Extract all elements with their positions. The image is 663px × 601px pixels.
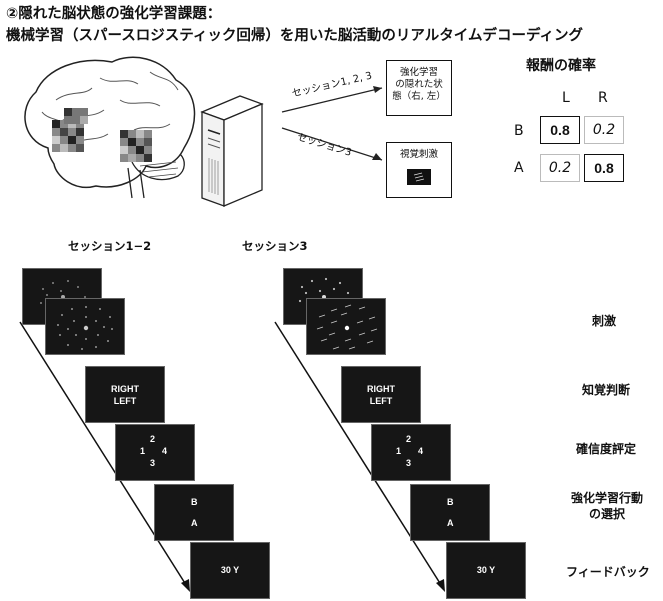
voxel-pattern-occipital (120, 130, 152, 162)
figure-title-line2: 機械学習（スパースロジスティック回帰）を用いた脳活動のリアルタイムデコーディング (6, 28, 583, 44)
hidden-state-line2: の隠れた状 (395, 78, 443, 90)
stage-perceptual-decision: 知覚判断 (582, 383, 631, 397)
reward-col-l: L (562, 90, 570, 106)
stage-confidence-rating: 確信度評定 (576, 442, 637, 456)
screen-stimulus-left (45, 298, 125, 355)
timeline-arrow-right (274, 321, 445, 592)
voxel-pattern-frontal (52, 108, 88, 152)
screen-confidence-right: 2 1 4 3 (371, 424, 451, 481)
confidence-4: 4 (418, 446, 424, 456)
decision-left-label: LEFT (113, 396, 137, 406)
arrow-to-hidden-state (281, 86, 383, 113)
reward-b-l: 0.8 (540, 116, 580, 144)
reward-b-r: 0.2 (584, 116, 624, 144)
screen-feedback-right: 30 Y (446, 542, 526, 599)
screen-choice-left: B A (154, 484, 234, 541)
screen-choice-right: B A (410, 484, 490, 541)
arrow-to-visual-stimulus (281, 127, 383, 161)
choice-a: A (447, 518, 454, 528)
feedback-value: 30 Y (476, 565, 496, 575)
stage-feedback: フィードバック (566, 565, 650, 579)
reward-row-b: B (514, 123, 524, 139)
stage-rl-action-selection: 強化学習行動 の選択 (562, 490, 652, 522)
confidence-1: 1 (396, 446, 402, 456)
feedback-value: 30 Y (220, 565, 240, 575)
confidence-3: 3 (406, 458, 412, 468)
stage-rl-line2: の選択 (588, 507, 625, 522)
reward-col-r: R (598, 90, 608, 106)
decision-right-label: RIGHT (111, 384, 139, 394)
timeline-arrow-left (19, 321, 190, 592)
dot-field (57, 306, 113, 350)
decision-right-label: RIGHT (367, 384, 395, 394)
visual-stimulus-label: 視覚刺激 (399, 149, 438, 160)
stage-rl-line1: 強化学習行動 (570, 491, 643, 505)
hidden-state-line1: 強化学習 (399, 67, 438, 78)
reward-title: 報酬の確率 (526, 58, 596, 74)
screen-decision-right: RIGHT LEFT (341, 366, 421, 423)
screen-decision-left: RIGHT LEFT (85, 366, 165, 423)
reward-row-a: A (514, 160, 524, 176)
screen-feedback-left: 30 Y (190, 542, 270, 599)
decision-left-label: LEFT (369, 396, 393, 406)
hidden-state-box: 強化学習 の隠れた状 態（右, 左） (386, 60, 452, 116)
choice-b: B (191, 497, 198, 507)
hidden-state-line3: 態（右, 左） (392, 90, 446, 102)
choice-b: B (447, 497, 454, 507)
figure-title-line1: ②隠れた脳状態の強化学習課題： (6, 6, 222, 22)
confidence-3: 3 (150, 458, 156, 468)
confidence-1: 1 (140, 446, 146, 456)
confidence-4: 4 (162, 446, 168, 456)
reward-a-l: 0.2 (540, 154, 580, 182)
screen-stimulus-right (306, 298, 386, 355)
choice-a: A (191, 518, 198, 528)
brain-icon (24, 56, 196, 199)
stage-stimulus: 刺激 (592, 314, 617, 328)
oriented-grating-field (316, 304, 378, 350)
column-header-session12: セッション1−2 (68, 239, 152, 253)
screen-confidence-left: 2 1 4 3 (115, 424, 195, 481)
confidence-2: 2 (406, 434, 412, 444)
computer-icon (200, 95, 264, 207)
visual-stimulus-box: 視覚刺激 (386, 142, 452, 198)
reward-a-r: 0.8 (584, 154, 624, 182)
stimulus-thumbnail (407, 168, 431, 185)
column-header-session3: セッション3 (242, 239, 308, 253)
confidence-2: 2 (150, 434, 156, 444)
